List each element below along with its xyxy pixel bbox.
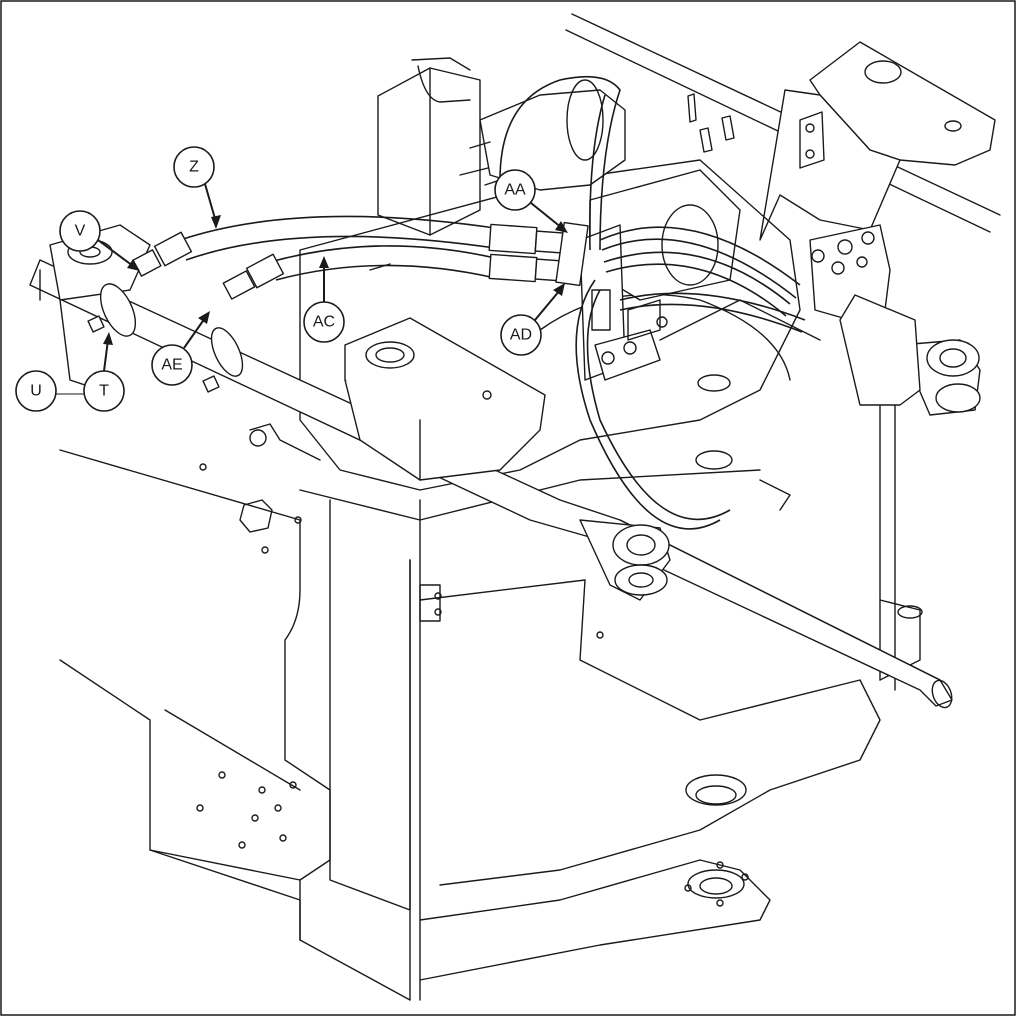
hose-z-fitting — [534, 230, 564, 254]
rod-end-eye-right — [899, 339, 981, 416]
callout-v-label: V — [75, 223, 86, 240]
fitting-block-aa-ad — [555, 221, 589, 287]
hose-ac — [222, 245, 564, 300]
callout-t: T — [83, 332, 125, 412]
hose-z-crimp — [488, 223, 538, 255]
callout-ae: AE — [151, 311, 210, 386]
callout-ac-label: AC — [313, 314, 335, 331]
callout-aa: AA — [494, 169, 568, 233]
callout-ad: AD — [500, 283, 565, 356]
central-column — [299, 469, 761, 1001]
lower-left-frame — [59, 449, 411, 1001]
callout-u-label: U — [30, 383, 42, 400]
callout-v: V — [59, 210, 140, 271]
callout-z-label: Z — [189, 159, 199, 176]
fitting-ae — [222, 270, 256, 300]
hose-clamp-ae — [210, 327, 244, 377]
mounting-bracket — [759, 41, 996, 241]
hose-clamp-t — [99, 283, 137, 337]
hose-z — [132, 215, 564, 277]
hydraulic-valve-mount — [579, 224, 668, 381]
rod-end-eye-center — [579, 519, 671, 601]
misc-fasteners — [249, 93, 791, 511]
callout-aa-label: AA — [504, 182, 526, 199]
callout-u: U — [15, 370, 85, 412]
callout-ae-label: AE — [161, 357, 182, 374]
steering-valve-block — [809, 224, 921, 406]
hose-ac-crimp — [488, 253, 538, 283]
callout-ac: AC — [303, 256, 345, 343]
right-side-hoses — [499, 75, 806, 530]
tie-rod — [29, 259, 953, 709]
lower-right-base — [419, 399, 923, 981]
hex-nut — [239, 499, 273, 533]
callout-ad-label: AD — [510, 327, 532, 344]
center-bracket — [344, 317, 546, 481]
callout-t-label: T — [99, 383, 109, 400]
callout-z: Z — [173, 146, 221, 229]
